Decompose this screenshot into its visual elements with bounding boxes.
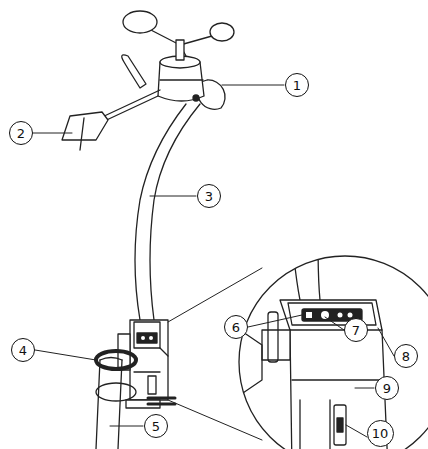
callout-circle: 1 bbox=[285, 73, 309, 97]
callout-circle: 5 bbox=[144, 414, 168, 438]
detail-inset bbox=[239, 240, 428, 449]
callout-circle: 4 bbox=[11, 338, 35, 362]
callout-circle: 10 bbox=[367, 420, 394, 447]
callout-number: 6 bbox=[232, 321, 240, 334]
support-arm bbox=[135, 104, 200, 320]
mounting-clamp bbox=[96, 351, 175, 408]
callout-circle: 2 bbox=[9, 121, 33, 145]
callout-circle: 3 bbox=[197, 184, 221, 208]
callout-circle: 8 bbox=[394, 344, 418, 368]
anemometer bbox=[123, 11, 234, 109]
callout-circle: 7 bbox=[344, 318, 368, 342]
callout-number: 5 bbox=[152, 420, 160, 433]
callout-circle: 9 bbox=[375, 376, 399, 400]
callout-number: 3 bbox=[205, 190, 213, 203]
mast bbox=[96, 358, 122, 449]
callout-number: 1 bbox=[293, 79, 301, 92]
callout-number: 2 bbox=[17, 127, 25, 140]
wind-vane bbox=[62, 55, 160, 150]
callout-number: 9 bbox=[383, 382, 391, 395]
sensor-box bbox=[118, 320, 168, 400]
callout-circle: 6 bbox=[224, 315, 248, 339]
callout-number: 4 bbox=[19, 344, 27, 357]
callout-number: 7 bbox=[352, 324, 360, 337]
callout-number: 10 bbox=[372, 427, 389, 440]
callout-number: 8 bbox=[402, 350, 410, 363]
